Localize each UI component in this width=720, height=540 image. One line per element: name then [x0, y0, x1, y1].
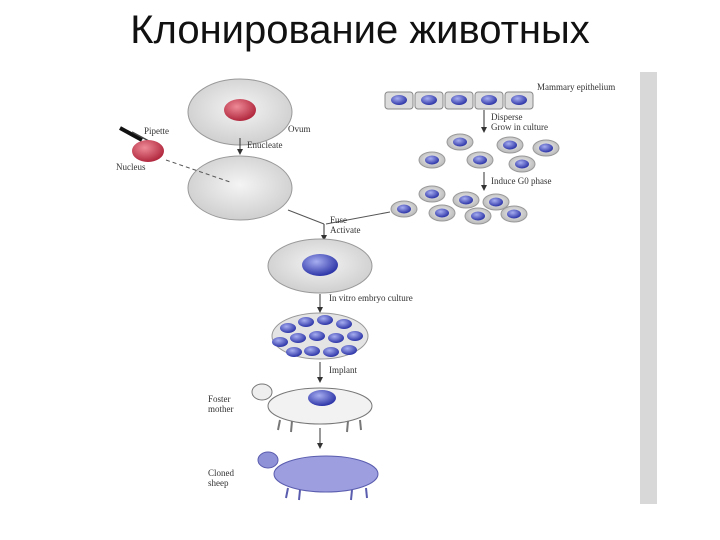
mammary-epithelium-row: [384, 91, 534, 110]
label-pipette: Pipette: [144, 126, 169, 136]
label-invitro: In vitro embryo culture: [329, 293, 413, 303]
fused-nucleus: [302, 254, 338, 276]
pipette-path: [165, 159, 231, 183]
g0-cells: [390, 185, 528, 225]
side-band: [640, 72, 657, 504]
enucleated-ovum: [187, 155, 293, 221]
foster-mother-sheep: [251, 383, 373, 433]
label-disperse: Disperse: [491, 112, 523, 122]
label-fuse: Fuse: [330, 215, 347, 225]
label-ovum: Ovum: [288, 124, 311, 134]
converge-right: [325, 211, 391, 225]
label-activate: Activate: [330, 225, 361, 235]
extracted-nucleus: [132, 140, 164, 162]
label-mammary: Mammary epithelium: [537, 82, 615, 92]
label-cloned1: Cloned: [208, 468, 234, 478]
label-foster1: Foster: [208, 394, 231, 404]
cloned-sheep: [257, 451, 379, 501]
converge-left: [287, 209, 325, 225]
label-grow: Grow in culture: [491, 122, 548, 132]
label-enucleate: Enucleate: [247, 140, 282, 150]
label-implant: Implant: [329, 365, 357, 375]
dispersed-cells: [418, 133, 560, 173]
label-induce: Induce G0 phase: [491, 176, 551, 186]
cloning-diagram: Ovum Pipette Nucleus Enucleate Mammary e…: [112, 72, 657, 504]
label-foster2: mother: [208, 404, 234, 414]
ovum: [187, 78, 293, 146]
slide-title: Клонирование животных: [130, 8, 590, 52]
embryo-cluster: [271, 312, 369, 360]
label-nucleus: Nucleus: [116, 162, 146, 172]
label-cloned2: sheep: [208, 478, 229, 488]
